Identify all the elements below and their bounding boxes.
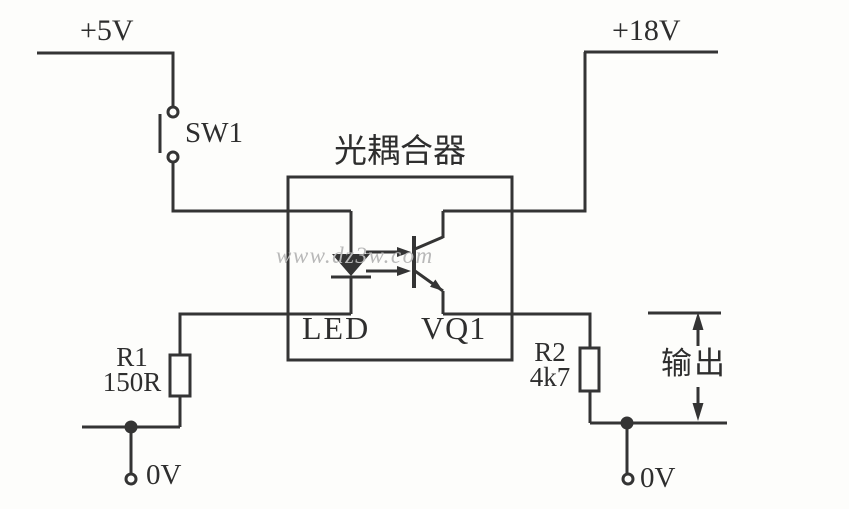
ground-terminal-left bbox=[124, 420, 138, 486]
label-resistor-r2: R2 4k7 bbox=[512, 337, 588, 392]
label-ground-right: 0V bbox=[640, 462, 676, 494]
label-transistor-vq1: VQ1 bbox=[421, 310, 487, 346]
switch-sw1-symbol bbox=[158, 105, 351, 213]
led-symbol bbox=[331, 211, 371, 314]
label-resistor-r1: R1 150R bbox=[94, 342, 170, 397]
transistor-vq1-symbol bbox=[412, 211, 445, 314]
label-optocoupler-title: 光耦合器 bbox=[334, 134, 466, 170]
label-r1-name: R1 bbox=[116, 342, 148, 372]
label-r2-value: 4k7 bbox=[529, 362, 571, 392]
ground-terminal-right bbox=[620, 416, 635, 486]
label-led: LED bbox=[302, 310, 371, 346]
light-arrows-icon bbox=[366, 247, 411, 276]
label-ground-left: 0V bbox=[146, 459, 182, 491]
wire-emitter-to-r2 bbox=[443, 312, 592, 348]
label-r1-value: 150R bbox=[102, 367, 162, 397]
wire-18v-rail bbox=[443, 50, 718, 213]
label-switch-sw1: SW1 bbox=[185, 117, 243, 149]
label-vcc-left: +5V bbox=[80, 14, 134, 47]
optocoupler-box bbox=[286, 175, 514, 362]
resistor-r1-symbol bbox=[82, 353, 192, 429]
wire-led-to-r1 bbox=[178, 312, 351, 355]
output-annotation bbox=[648, 311, 721, 421]
watermark-text: www.dz3w.com bbox=[276, 243, 434, 268]
label-r2-name: R2 bbox=[534, 337, 566, 367]
resistor-r2-symbol bbox=[578, 346, 727, 425]
label-output: 输出 bbox=[661, 346, 727, 381]
wire-5v-rail bbox=[37, 51, 175, 107]
label-vcc-right: +18V bbox=[612, 14, 681, 47]
